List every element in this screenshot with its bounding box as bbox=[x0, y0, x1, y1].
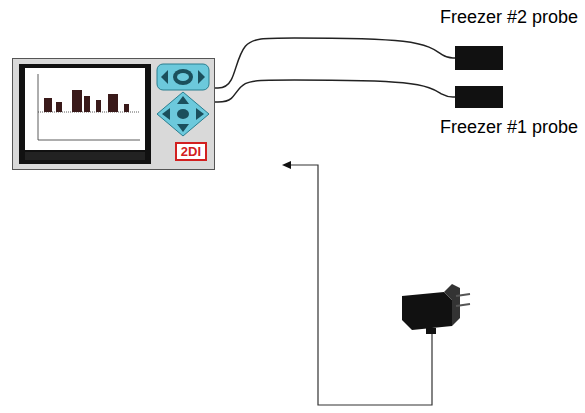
probe-sensor: Freezer #1 probe bbox=[455, 86, 503, 108]
plug-arrow bbox=[282, 161, 291, 169]
probe-cable bbox=[215, 80, 455, 102]
power-cord bbox=[290, 165, 432, 405]
wall-adapter bbox=[402, 284, 470, 334]
screen-bezel bbox=[19, 64, 151, 164]
data-logger: 2DI bbox=[12, 58, 215, 170]
screen-chart bbox=[38, 74, 140, 140]
screen bbox=[25, 68, 145, 150]
probe-sensor: Freezer #2 probe bbox=[455, 46, 503, 70]
probe-label: Freezer #1 probe bbox=[440, 116, 578, 138]
button-pad bbox=[157, 64, 209, 136]
screen-status-strip bbox=[25, 152, 145, 160]
probe-label: Freezer #2 probe bbox=[440, 6, 578, 28]
logger-housing bbox=[12, 58, 215, 170]
chart-bars bbox=[44, 90, 129, 112]
brand-logo: 2DI bbox=[175, 142, 207, 161]
